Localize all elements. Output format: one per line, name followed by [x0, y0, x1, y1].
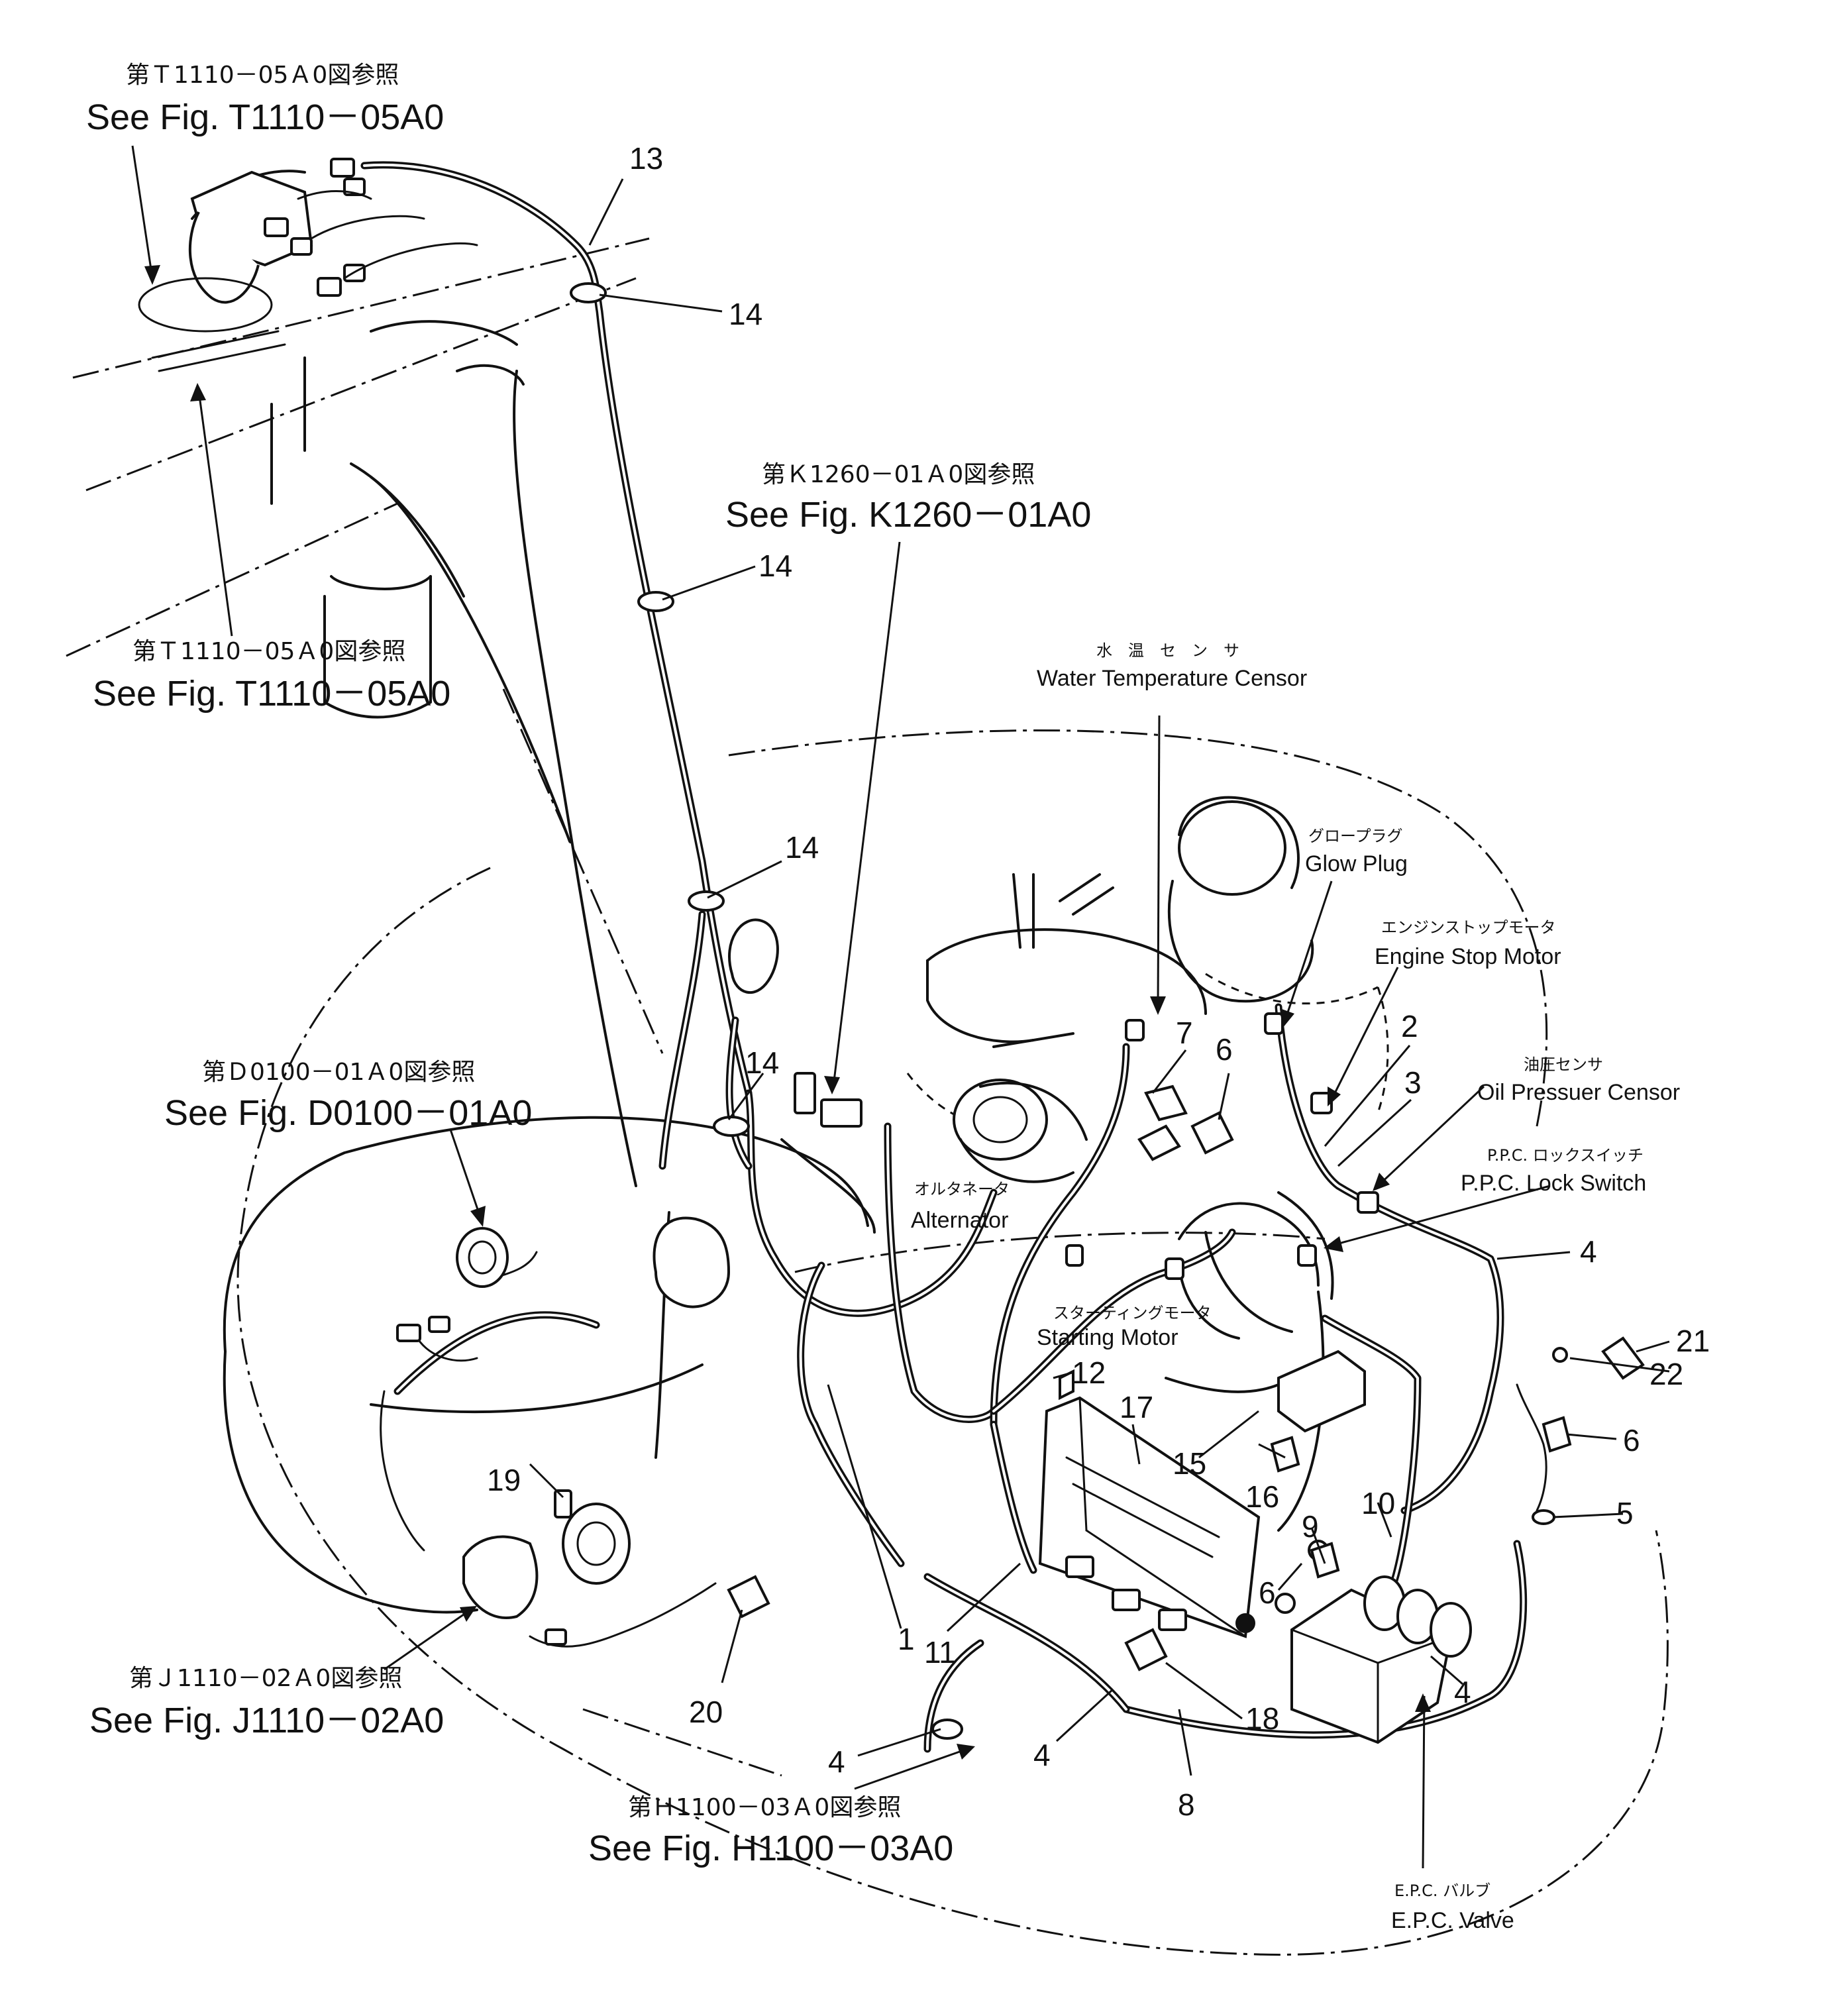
callout-15: 15 — [1173, 1446, 1206, 1481]
callout-5: 5 — [1616, 1496, 1634, 1530]
callout-16: 16 — [1245, 1479, 1279, 1514]
callout-12: 12 — [1072, 1355, 1106, 1390]
fig-ref-t1110-mid-en: See Fig. T1110－05A0 — [93, 674, 450, 714]
ppc-lock-switch-label-jp: P.P.C. ロックスイッチ — [1487, 1146, 1644, 1165]
callout-11: 11 — [924, 1635, 956, 1670]
fasteners — [727, 1085, 1645, 1671]
callout-6-b: 6 — [1623, 1423, 1640, 1458]
callout-2: 2 — [1401, 1009, 1418, 1043]
callout-18: 18 — [1245, 1701, 1279, 1736]
callout-14-c: 14 — [785, 830, 819, 865]
ppc-lock-switch-label-en: P.P.C. Lock Switch — [1461, 1171, 1646, 1196]
fig-ref-d0100-en: See Fig. D0100－01A0 — [164, 1093, 532, 1133]
work-lamp-and-grip — [653, 918, 779, 1308]
water-temp-sensor-label-jp: 水 温 セ ン サ — [1096, 641, 1239, 660]
oil-pressure-sensor-label-en: Oil Pressuer Censor — [1477, 1080, 1680, 1105]
water-temp-sensor-label-en: Water Temperature Censor — [1037, 666, 1307, 691]
callout-4-d: 4 — [828, 1744, 845, 1779]
harness-cables — [360, 161, 1528, 1753]
callout-8: 8 — [1178, 1787, 1195, 1822]
part-number-callouts: 13 14 14 14 14 7 6 2 3 4 21 22 6 5 12 17… — [487, 141, 1710, 1822]
top-left-connector-cluster — [138, 158, 478, 372]
fig-ref-t1110-top-en: See Fig. T1110－05A0 — [86, 97, 444, 137]
glow-plug-label-jp: グロープラグ — [1308, 827, 1403, 845]
callout-leaders — [529, 178, 1670, 1776]
callout-4-b: 4 — [1454, 1675, 1471, 1709]
starting-motor-label-jp: スターティングモータ — [1053, 1304, 1212, 1322]
callout-14-a: 14 — [729, 297, 762, 331]
fig-ref-h1100-en: See Fig. H1100－03A0 — [588, 1829, 953, 1868]
controller-unit — [1038, 1396, 1261, 1638]
callout-1: 1 — [898, 1622, 915, 1656]
oil-pressure-sensor-label-jp: 油圧センサ — [1524, 1055, 1603, 1074]
fig-ref-t1110-top-jp: 第Ｔ1110－05Ａ0図参照 — [126, 62, 399, 89]
fig-ref-k1260-en: See Fig. K1260－01A0 — [725, 495, 1091, 535]
fig-ref-h1100-jp: 第Ｈ1100－03Ａ0図参照 — [628, 1794, 901, 1821]
sensor-markers — [794, 1012, 1379, 1280]
callout-14-d: 14 — [745, 1045, 779, 1080]
epc-valve-label-en: E.P.C. Valve — [1391, 1908, 1514, 1933]
callout-22: 22 — [1649, 1357, 1683, 1391]
callout-20: 20 — [689, 1695, 723, 1729]
callout-19: 19 — [487, 1463, 521, 1497]
boom-body — [191, 170, 876, 1614]
callout-6-c: 6 — [1259, 1575, 1276, 1610]
alternator-label-jp: オルタネータ — [914, 1180, 1010, 1198]
callout-3: 3 — [1404, 1065, 1422, 1100]
epc-valve-assembly — [1275, 1350, 1472, 1744]
callout-10: 10 — [1361, 1486, 1395, 1520]
clamp-group — [570, 282, 963, 1740]
component-labels: 水 温 セ ン サ Water Temperature Censor グロープラ… — [911, 641, 1680, 1933]
callout-4-a: 4 — [1580, 1234, 1597, 1269]
callout-17: 17 — [1120, 1390, 1153, 1424]
engine-stop-motor-label-jp: エンジンストップモータ — [1381, 918, 1556, 937]
callout-9: 9 — [1302, 1509, 1319, 1544]
callout-6-a: 6 — [1216, 1032, 1233, 1067]
starting-motor-label-en: Starting Motor — [1037, 1325, 1178, 1350]
engine-stop-motor-label-en: Engine Stop Motor — [1375, 944, 1561, 969]
fig-ref-k1260-jp: 第Ｋ1260－01Ａ0図参照 — [762, 461, 1035, 488]
fig-ref-d0100-jp: 第Ｄ0100－01Ａ0図参照 — [202, 1059, 475, 1086]
fig-ref-j1110-en: See Fig. J1110－02A0 — [89, 1701, 444, 1740]
callout-4-c: 4 — [1033, 1738, 1051, 1772]
fig-ref-t1110-mid-jp: 第Ｔ1110－05Ａ0図参照 — [132, 638, 405, 665]
machine-phantom-outlines — [66, 237, 1669, 1956]
alternator-label-en: Alternator — [911, 1208, 1008, 1233]
callout-14-b: 14 — [758, 549, 792, 583]
fig-ref-j1110-jp: 第Ｊ1110－02Ａ0図参照 — [129, 1665, 402, 1692]
callout-21: 21 — [1676, 1324, 1710, 1358]
callout-13: 13 — [629, 141, 663, 176]
epc-valve-label-jp: E.P.C. バルブ — [1394, 1882, 1490, 1900]
glow-plug-label-en: Glow Plug — [1305, 851, 1408, 876]
callout-7: 7 — [1176, 1016, 1193, 1050]
figure-reference-leaders — [131, 145, 1551, 1869]
horn-group — [396, 1227, 631, 1646]
figure-reference-labels: 第Ｔ1110－05Ａ0図参照 See Fig. T1110－05A0 第Ｔ111… — [86, 62, 1091, 1868]
